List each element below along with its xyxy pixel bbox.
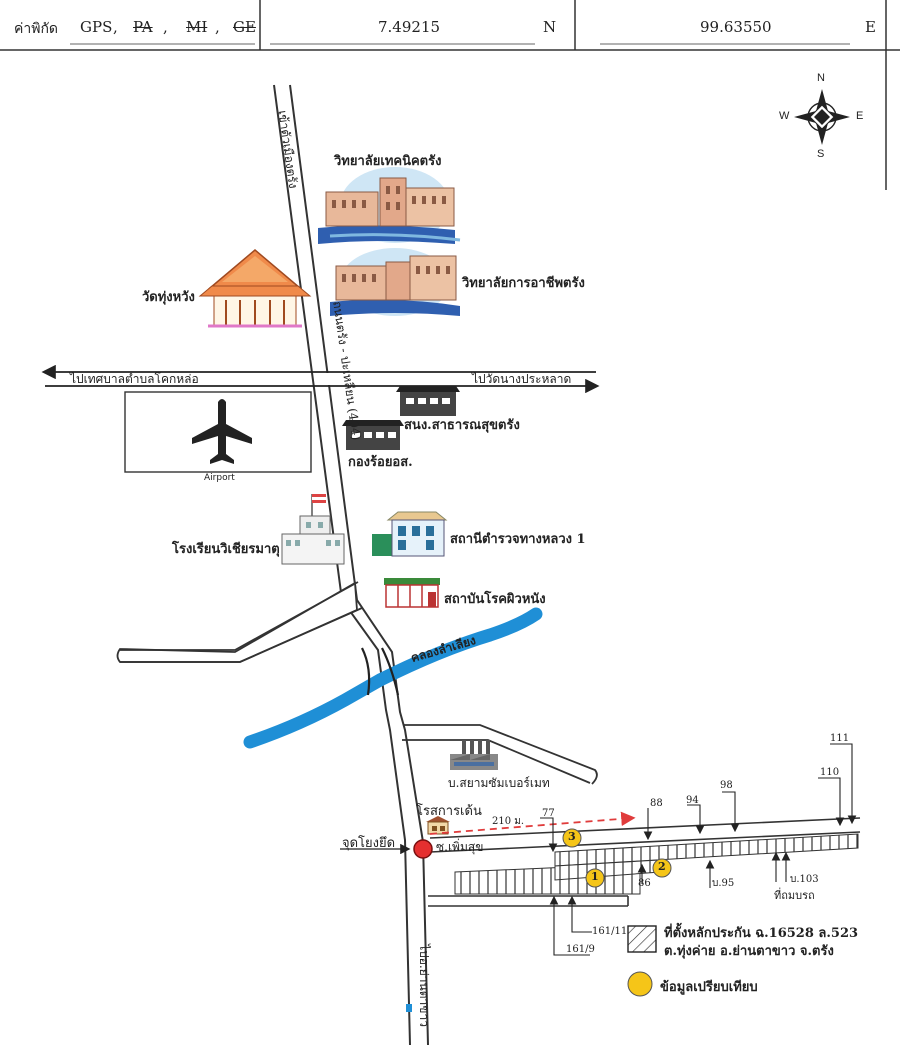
label-to-yan-ta-khao: ไปอ.ย่านตาขาว	[416, 944, 431, 1027]
label-airport: Airport	[204, 473, 235, 483]
comparison-marker-1	[585, 868, 605, 888]
label-parcel-95: บ.95	[712, 878, 735, 889]
pa-label: PA	[133, 18, 153, 36]
label-parcel-86: 86	[638, 878, 651, 889]
label-junction: จุดโยงยึด	[342, 836, 396, 851]
label-police: สถานีตำรวจทางหลวง 1	[450, 532, 586, 547]
cement-factory-icon	[450, 740, 498, 770]
airplane-icon	[192, 399, 252, 464]
legend-collateral-line2: ต.ทุ่งค่าย อ.ย่านตาขาว จ.ตรัง	[664, 944, 834, 959]
label-parcel-103: บ.103	[790, 874, 819, 885]
collateral-strip-upper	[554, 833, 859, 867]
temple-illustration	[198, 249, 312, 328]
comma: ,	[113, 18, 118, 36]
police-station-illustration	[372, 511, 448, 557]
latitude-value: 7.49215	[378, 18, 441, 36]
lower-road	[428, 895, 629, 907]
compass-n: N	[817, 72, 825, 84]
label-parcel-111: 111	[830, 733, 850, 744]
label-parcel-110: 110	[820, 767, 840, 778]
label-cement: บ.สยามซัมเบอร์เมท	[448, 776, 550, 790]
compass-rose-icon	[794, 89, 850, 145]
label-voc-college: วิทยาลัยการอาชีพตรัง	[462, 276, 585, 291]
gps-label: GPS	[80, 18, 113, 36]
coord-label: ค่าพิกัด	[14, 21, 59, 37]
comma: ,	[215, 18, 220, 36]
canal	[243, 607, 543, 749]
label-landfill: ที่ถมบรถ	[774, 889, 815, 902]
voc-college-illustration	[330, 248, 460, 316]
west-side-road	[116, 581, 358, 663]
parcel-arrows	[540, 743, 857, 956]
legend-collateral-swatch	[627, 925, 657, 953]
comma: ,	[163, 18, 168, 36]
comparison-markers	[562, 828, 672, 888]
label-parcel-161-9: 161/9	[566, 944, 595, 955]
health-office-building-icon	[396, 386, 460, 416]
distance-arrow	[429, 811, 636, 835]
school-building-icon	[281, 494, 345, 565]
compass-e: E	[856, 110, 864, 122]
bottom-road-marker	[406, 1004, 412, 1012]
soi-road	[429, 817, 861, 853]
compass-s: S	[817, 148, 825, 160]
label-parcel-77: 77	[542, 808, 555, 819]
compass-w: W	[779, 110, 790, 122]
label-parcel-98: 98	[720, 780, 733, 791]
label-to-khok-lo: ไปเทศบาลตำบลโคกหล่อ	[70, 372, 199, 386]
label-temple: วัดทุ่งหวัง	[142, 290, 195, 305]
comparison-number-1: 1	[591, 870, 599, 883]
comparison-number-2: 2	[658, 860, 666, 873]
ge-label: GE	[233, 18, 256, 36]
label-parcel-161-11: 161/11	[592, 926, 628, 937]
east-west-road	[41, 364, 600, 394]
tech-college-illustration	[318, 167, 461, 244]
bridge	[361, 647, 400, 696]
label-parcel-94: 94	[686, 795, 699, 806]
legend-collateral-line1: ที่ตั้งหลักประกัน ฉ.16528 ล.523	[664, 926, 859, 941]
label-skin-institute: สถาบันโรคผิวหนัง	[444, 592, 546, 607]
header-frame	[0, 0, 900, 190]
comparison-number-3: 3	[568, 830, 576, 843]
comparison-marker-2	[652, 858, 672, 878]
label-soi: ซ.เพิ่มสุข	[436, 840, 484, 854]
legend-comparison: ข้อมูลเปรียบเทียบ	[660, 980, 758, 995]
longitude-value: 99.63550	[700, 18, 772, 36]
rangers-building-icon	[342, 420, 404, 450]
label-tech-college: วิทยาลัยเทคนิคตรัง	[334, 154, 442, 169]
label-to-wat-nang-pralat: ไปวัดนางประหลาด	[472, 372, 572, 386]
coordinate-header: ค่าพิกัด GPS , PA , MI , GE 7.49215 N 99…	[0, 0, 900, 50]
comparison-marker-3	[562, 828, 582, 848]
longitude-direction: E	[865, 18, 876, 36]
legend-comparison-swatch	[627, 971, 653, 997]
label-distance: 210 ม.	[492, 816, 525, 827]
mi-label: MI	[186, 18, 208, 36]
latitude-direction: N	[543, 18, 557, 36]
restaurant-icon	[426, 816, 450, 835]
label-health-office: สนง.สาธารณสุขตรัง	[404, 418, 520, 433]
label-rangers: กองร้อยอส.	[348, 455, 413, 470]
junction-marker	[413, 839, 433, 859]
label-school: โรงเรียนวิเชียรมาตุ	[172, 542, 280, 557]
skin-institute-illustration	[384, 578, 440, 608]
label-restaurant: โรสการเด้น	[416, 804, 482, 819]
label-parcel-88: 88	[650, 798, 663, 809]
